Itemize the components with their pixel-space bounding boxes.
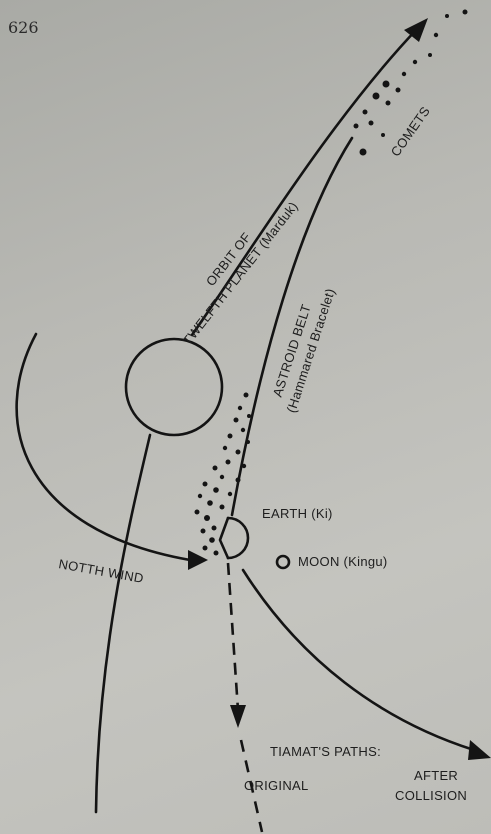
left-trajectory-line <box>96 435 150 812</box>
north-wind-label: NOTTH WIND <box>57 556 144 586</box>
tiamat-paths-label: TIAMAT'S PATHS: <box>270 744 381 759</box>
astroid-label-group: ASTROID BELT (Hammared Bracelet) <box>266 281 338 415</box>
after-collision-arrowhead <box>468 740 491 760</box>
original-label: ORIGINAL <box>244 778 309 793</box>
north-wind-arrowhead <box>188 550 208 570</box>
collision-label: COLLISION <box>395 788 467 803</box>
moon-label: MOON (Kingu) <box>298 554 388 569</box>
north-wind-arc <box>17 334 190 560</box>
orbit-label-line2: TWELFTH PLANET (Marduk) <box>180 199 301 348</box>
page-number: 626 <box>8 18 39 37</box>
earth-cut-edge <box>220 518 228 558</box>
twelfth-planet-circle <box>126 339 222 435</box>
moon-circle <box>277 556 289 568</box>
tiamat-original-arrowhead <box>230 705 246 728</box>
tiamat-original-path <box>228 563 238 710</box>
comets-label: COMETS <box>388 104 433 160</box>
tiamat-after-collision-path <box>243 570 474 750</box>
after-label: AFTER <box>414 768 458 783</box>
earth-label: EARTH (Ki) <box>262 506 333 521</box>
orbit-label-group: ORBIT OF TWELFTH PLANET (Marduk) <box>165 188 301 348</box>
earth-shape <box>228 518 248 558</box>
